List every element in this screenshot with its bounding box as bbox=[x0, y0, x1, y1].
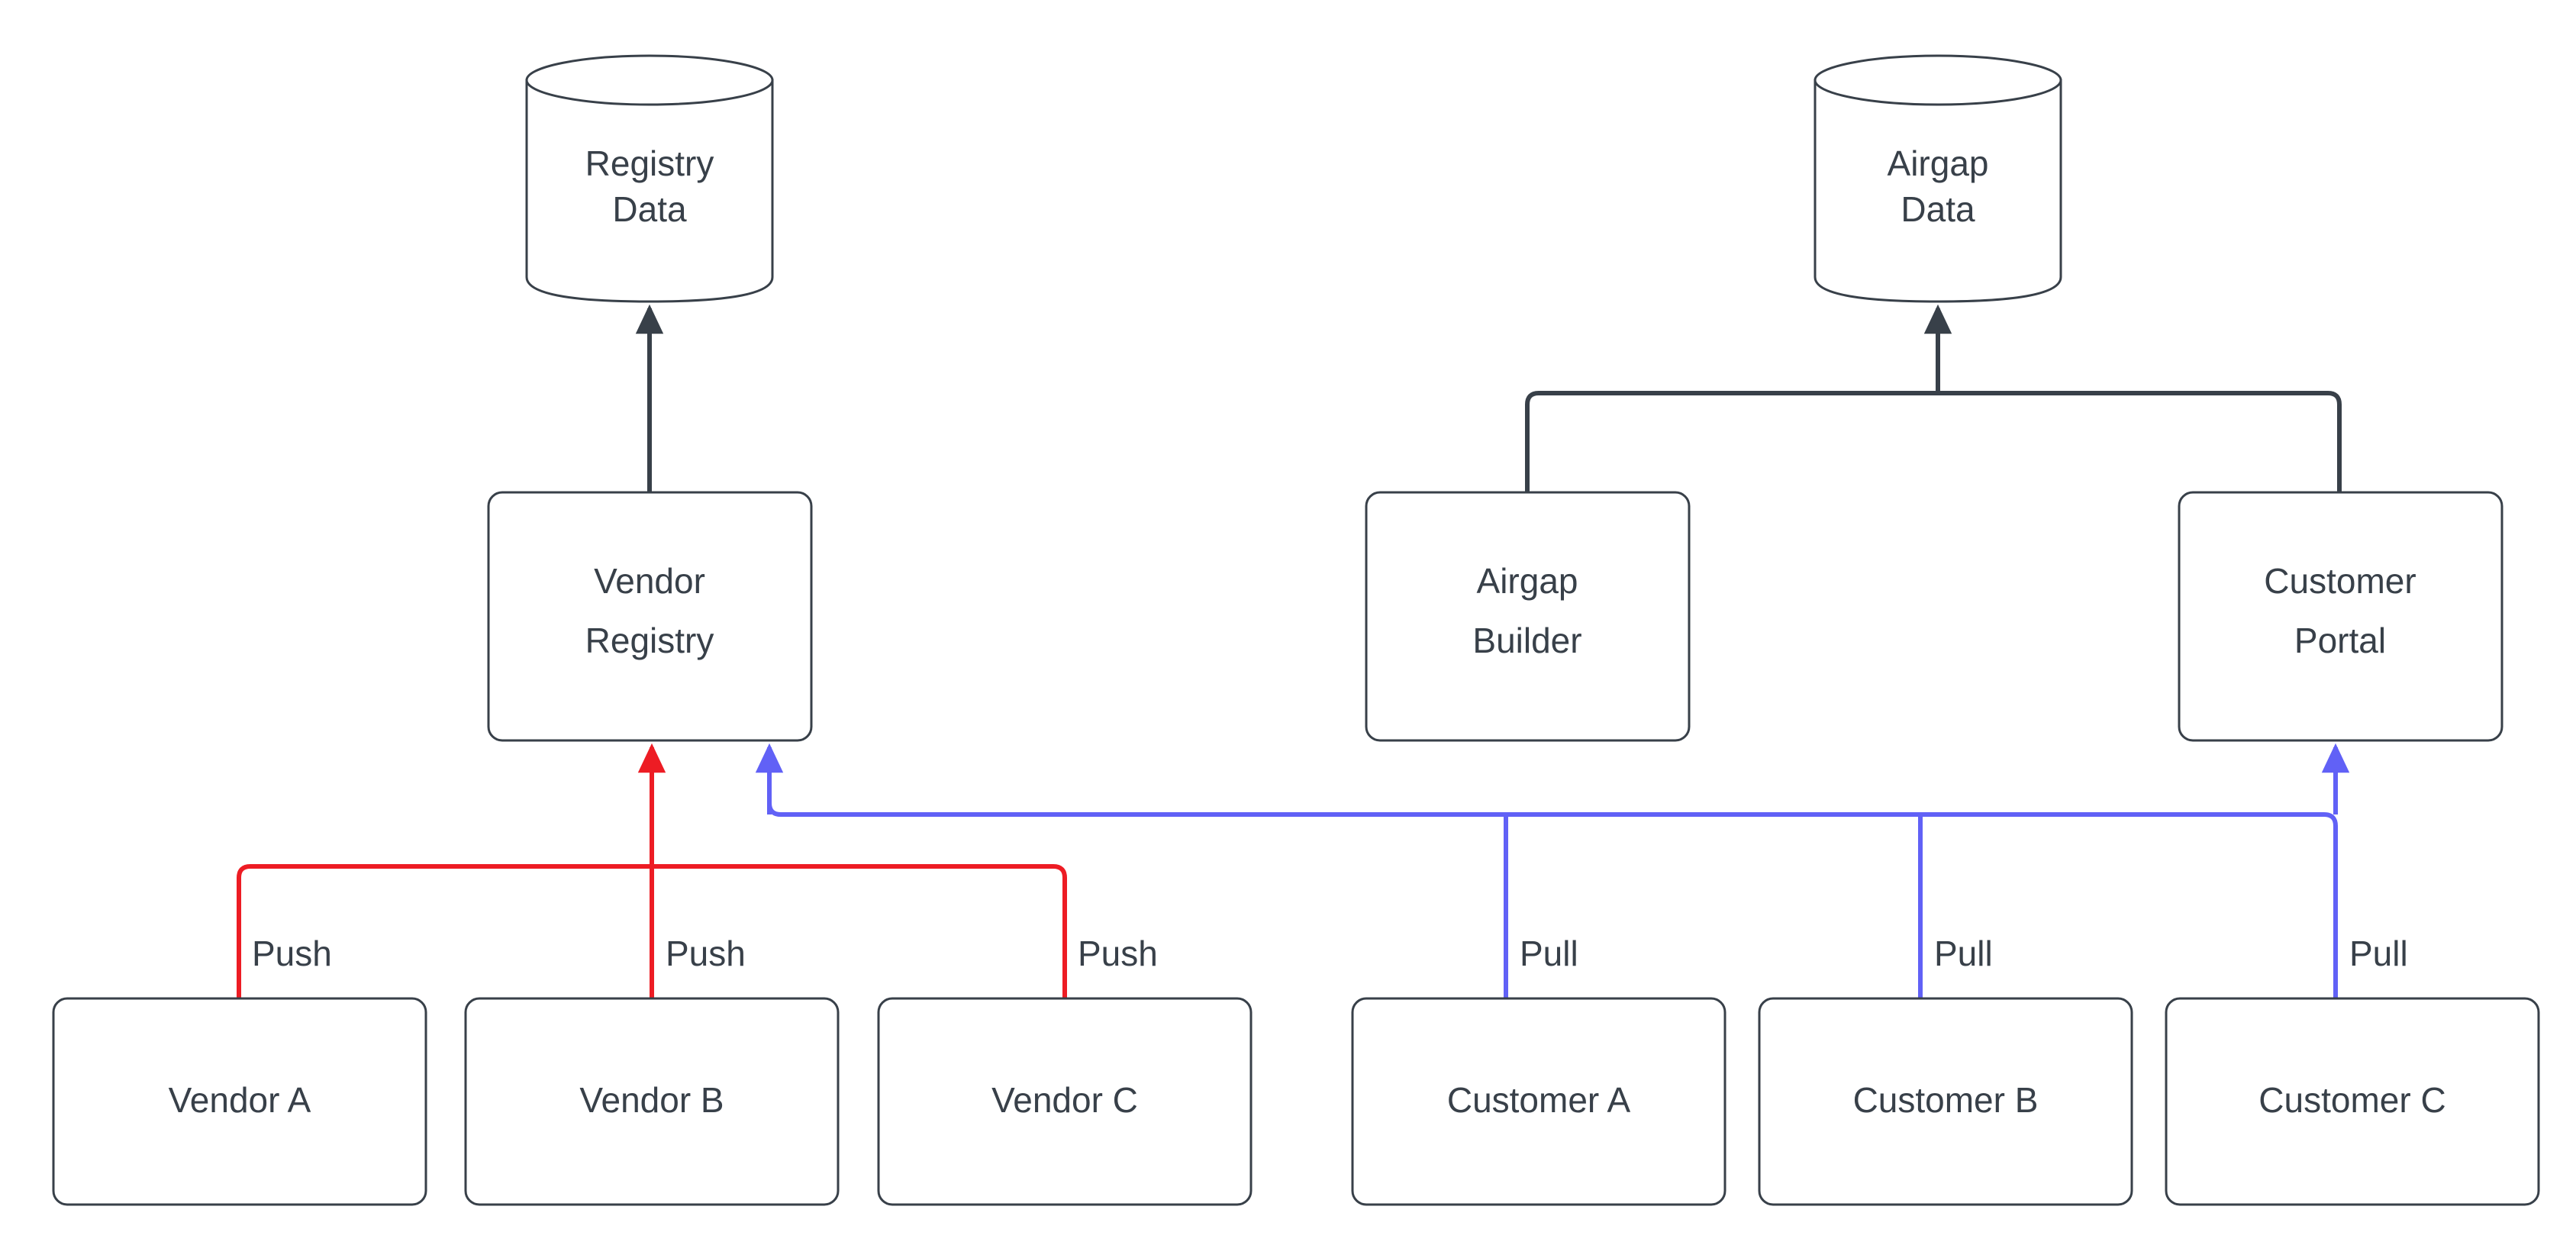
vendor-c-box bbox=[877, 997, 1253, 1206]
vendor-registry-label-line2: Registry bbox=[585, 621, 714, 660]
edge-label-vendor-a: Push bbox=[252, 934, 332, 973]
vendor-a-label: Vendor A bbox=[169, 1080, 311, 1120]
vendor-b-label: Vendor B bbox=[579, 1080, 724, 1120]
airgap-data-cylinder-body bbox=[1814, 79, 2062, 303]
vendor-registry-box bbox=[487, 491, 813, 742]
customer-portal-label-line2: Portal bbox=[2294, 621, 2386, 660]
airgap-builder-box bbox=[1365, 491, 1691, 742]
airgap-builder-label-line2: Builder bbox=[1472, 621, 1581, 660]
registry-data-label-line1: Registry bbox=[585, 144, 714, 183]
edge-label-customer-a: Pull bbox=[1520, 934, 1578, 973]
node-airgap-builder[interactable]: Airgap Builder bbox=[1365, 491, 1691, 742]
registry-data-label-line2: Data bbox=[612, 189, 687, 229]
customer-portal-label-line1: Customer bbox=[2264, 561, 2416, 601]
edge-label-customer-c: Pull bbox=[2349, 934, 2408, 973]
customer-portal-box bbox=[2178, 491, 2503, 742]
node-customer-b[interactable]: Customer B bbox=[1758, 997, 2133, 1206]
customer-b-label: Customer B bbox=[1853, 1080, 2039, 1120]
node-airgap-data[interactable]: Airgap Data bbox=[1814, 54, 2062, 303]
node-vendor-c[interactable]: Vendor C bbox=[877, 997, 1253, 1206]
vendor-registry-label-line1: Vendor bbox=[594, 561, 705, 601]
node-vendor-registry[interactable]: Vendor Registry bbox=[487, 491, 813, 742]
customer-b-box bbox=[1758, 997, 2133, 1206]
customer-c-label: Customer C bbox=[2258, 1080, 2445, 1120]
node-customer-a[interactable]: Customer A bbox=[1351, 997, 1726, 1206]
vendor-c-label: Vendor C bbox=[991, 1080, 1138, 1120]
airgap-data-label-line1: Airgap bbox=[1888, 144, 1989, 183]
airgap-data-cylinder-top bbox=[1814, 54, 2062, 106]
node-customer-c[interactable]: Customer C bbox=[2165, 997, 2540, 1206]
edge-label-vendor-b: Push bbox=[666, 934, 746, 973]
airgap-data-label-line2: Data bbox=[1901, 189, 1975, 229]
vendor-b-box bbox=[464, 997, 840, 1206]
registry-data-cylinder-top bbox=[525, 54, 774, 106]
registry-data-cylinder-body bbox=[525, 79, 774, 303]
edge-airgap-bus bbox=[1525, 391, 2342, 492]
customer-a-label: Customer A bbox=[1447, 1080, 1631, 1120]
node-vendor-a[interactable]: Vendor A bbox=[52, 997, 427, 1206]
customer-c-box bbox=[2165, 997, 2540, 1206]
edge-label-customer-b: Pull bbox=[1934, 934, 1993, 973]
node-registry-data[interactable]: Registry Data bbox=[525, 54, 774, 303]
customer-a-box bbox=[1351, 997, 1726, 1206]
vendor-a-box bbox=[52, 997, 427, 1206]
node-customer-portal[interactable]: Customer Portal bbox=[2178, 491, 2503, 742]
airgap-builder-label-line1: Airgap bbox=[1477, 561, 1578, 601]
edge-label-vendor-c: Push bbox=[1078, 934, 1158, 973]
node-vendor-b[interactable]: Vendor B bbox=[464, 997, 840, 1206]
